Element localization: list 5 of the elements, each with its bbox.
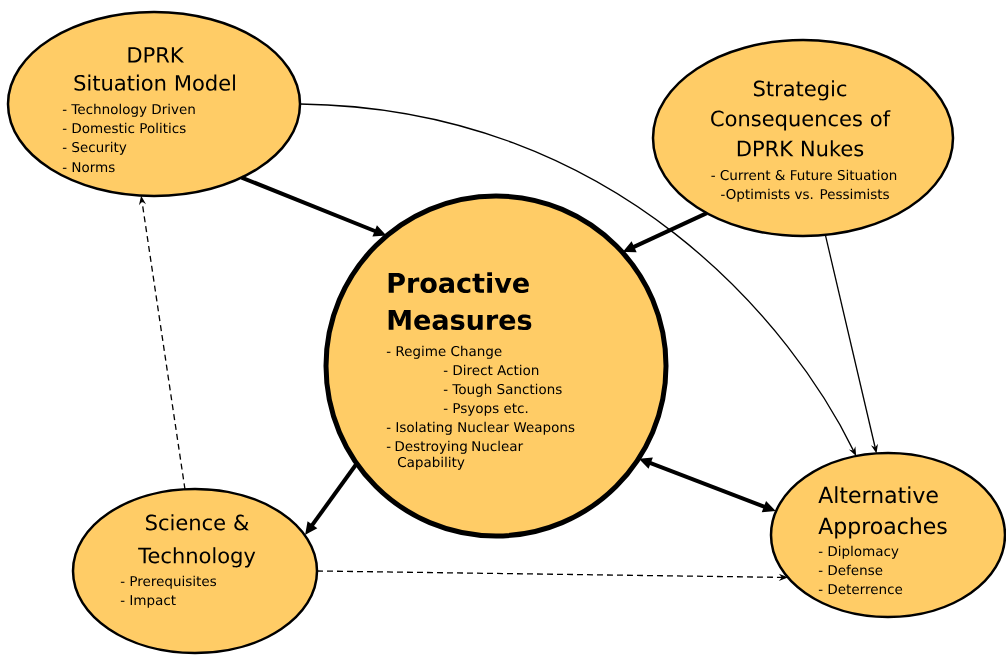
circle-node: Proactive Measures - Regime Change - Direct Action - Tough Sanctions - Psyops etc. - Isolating Nuclear Weapons - Destroying Nuclear Capability (323, 193, 669, 539)
ellipse-node: DPRK Situation Model - Technology Driven - Domestic Politics - Security - Norms (6, 10, 302, 198)
ellipse-node: Strategic Consequences of DPRK Nukes - Current & Future Situation -Optimists vs. Pessimists (651, 38, 955, 238)
ellipse-node: Science & Technology - Prerequisites - Impact (71, 487, 319, 655)
ellipse-node: Alternative Approaches - Diplomacy - Defense - Deterrence (769, 451, 1006, 619)
